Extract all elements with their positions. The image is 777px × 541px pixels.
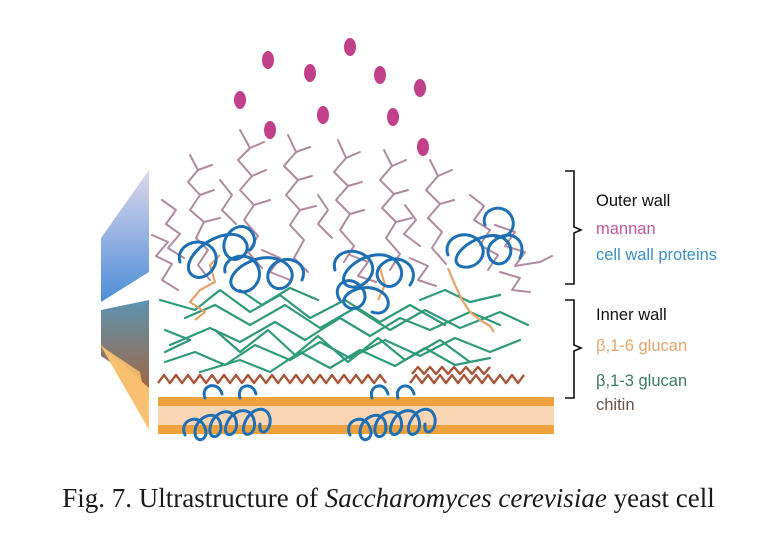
legend-outer-wall: Outer wall <box>596 192 671 210</box>
legend-mannan: mannan <box>596 220 656 238</box>
mannan-dot <box>387 108 399 126</box>
figure-caption: Fig. 7. Ultrastructure of Saccharomyces … <box>0 483 777 514</box>
mannan-dot <box>234 91 246 109</box>
inner-wall-wedge <box>101 300 149 388</box>
mannan-dot <box>374 66 386 84</box>
mannan-dot <box>317 106 329 124</box>
inner-wall-bracket <box>565 299 584 399</box>
outer-wall-wedge <box>101 170 149 302</box>
legend-chitin: chitin <box>596 396 635 414</box>
chitin-layer <box>157 365 525 385</box>
mannan-dot <box>262 51 274 69</box>
mannan-chains <box>151 129 553 293</box>
membrane-wedge-2 <box>101 346 149 428</box>
caption-species: Saccharomyces cerevisiae <box>324 483 607 513</box>
legend-beta16-glucan: β,1-6 glucan <box>596 337 688 355</box>
legend-beta13-glucan: β,1-3 glucan <box>596 372 688 390</box>
mannan-dot <box>344 38 356 56</box>
caption-prefix: Fig. 7. Ultrastructure of <box>62 483 325 513</box>
legend-brackets <box>565 170 584 399</box>
outer-wall-bracket <box>565 170 584 285</box>
mannan-dot <box>304 64 316 82</box>
caption-suffix: yeast cell <box>606 483 715 513</box>
legend-cell-wall-proteins: cell wall proteins <box>596 246 718 264</box>
plasma-membrane <box>158 397 554 434</box>
membrane-proteins <box>182 384 437 442</box>
mannan-dot <box>417 138 429 156</box>
mannan-dots <box>234 38 429 156</box>
cell-wall-proteins <box>177 206 524 315</box>
legend-inner-wall: Inner wall <box>596 306 667 324</box>
mannan-dot <box>264 121 276 139</box>
mannan-dot <box>414 79 426 97</box>
